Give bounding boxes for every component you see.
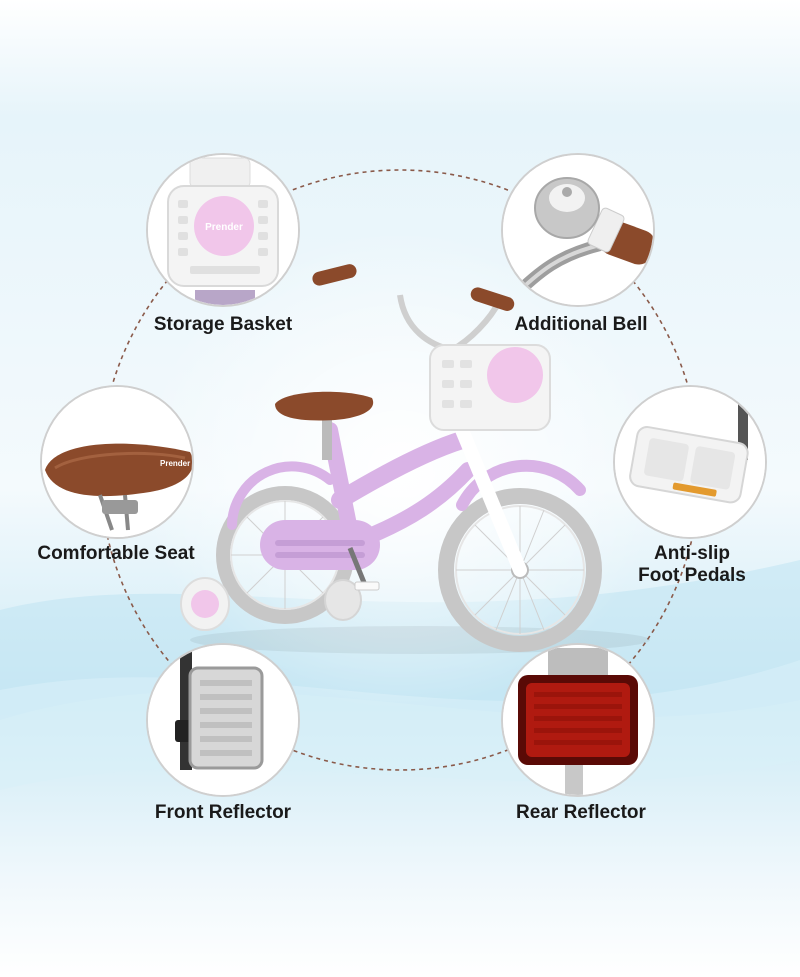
feature-label-rear-reflector: Rear Reflector (516, 802, 646, 823)
feature-label-anti-slip: Anti-slip (654, 543, 730, 564)
kids-bike (180, 264, 650, 654)
feature-front-reflector (146, 643, 300, 797)
training-wheel (324, 579, 362, 621)
feature-label-comfortable-seat: Comfortable Seat (37, 543, 195, 564)
saddle (275, 391, 374, 421)
front-reflector-icon (188, 666, 264, 770)
brand-logo-text: Prender (205, 222, 243, 233)
grip (312, 264, 357, 286)
feature-storage-basket: Prender (146, 153, 300, 307)
feature-label-foot-pedals: Foot Pedals (638, 565, 746, 586)
brand-badge (194, 196, 254, 256)
feature-additional-bell (501, 153, 655, 307)
feature-label-front-reflector: Front Reflector (154, 802, 292, 823)
feature-anti-slip-pedals (613, 385, 767, 539)
feature-rear-reflector (501, 643, 655, 797)
feature-label-additional-bell: Additional Bell (514, 314, 648, 335)
feature-comfortable-seat: Prender (40, 385, 194, 539)
grip (470, 287, 515, 311)
brand-logo-text: Prender (160, 459, 190, 468)
feature-label-storage-basket: Storage Basket (153, 314, 293, 335)
pedal-icon (629, 426, 749, 504)
